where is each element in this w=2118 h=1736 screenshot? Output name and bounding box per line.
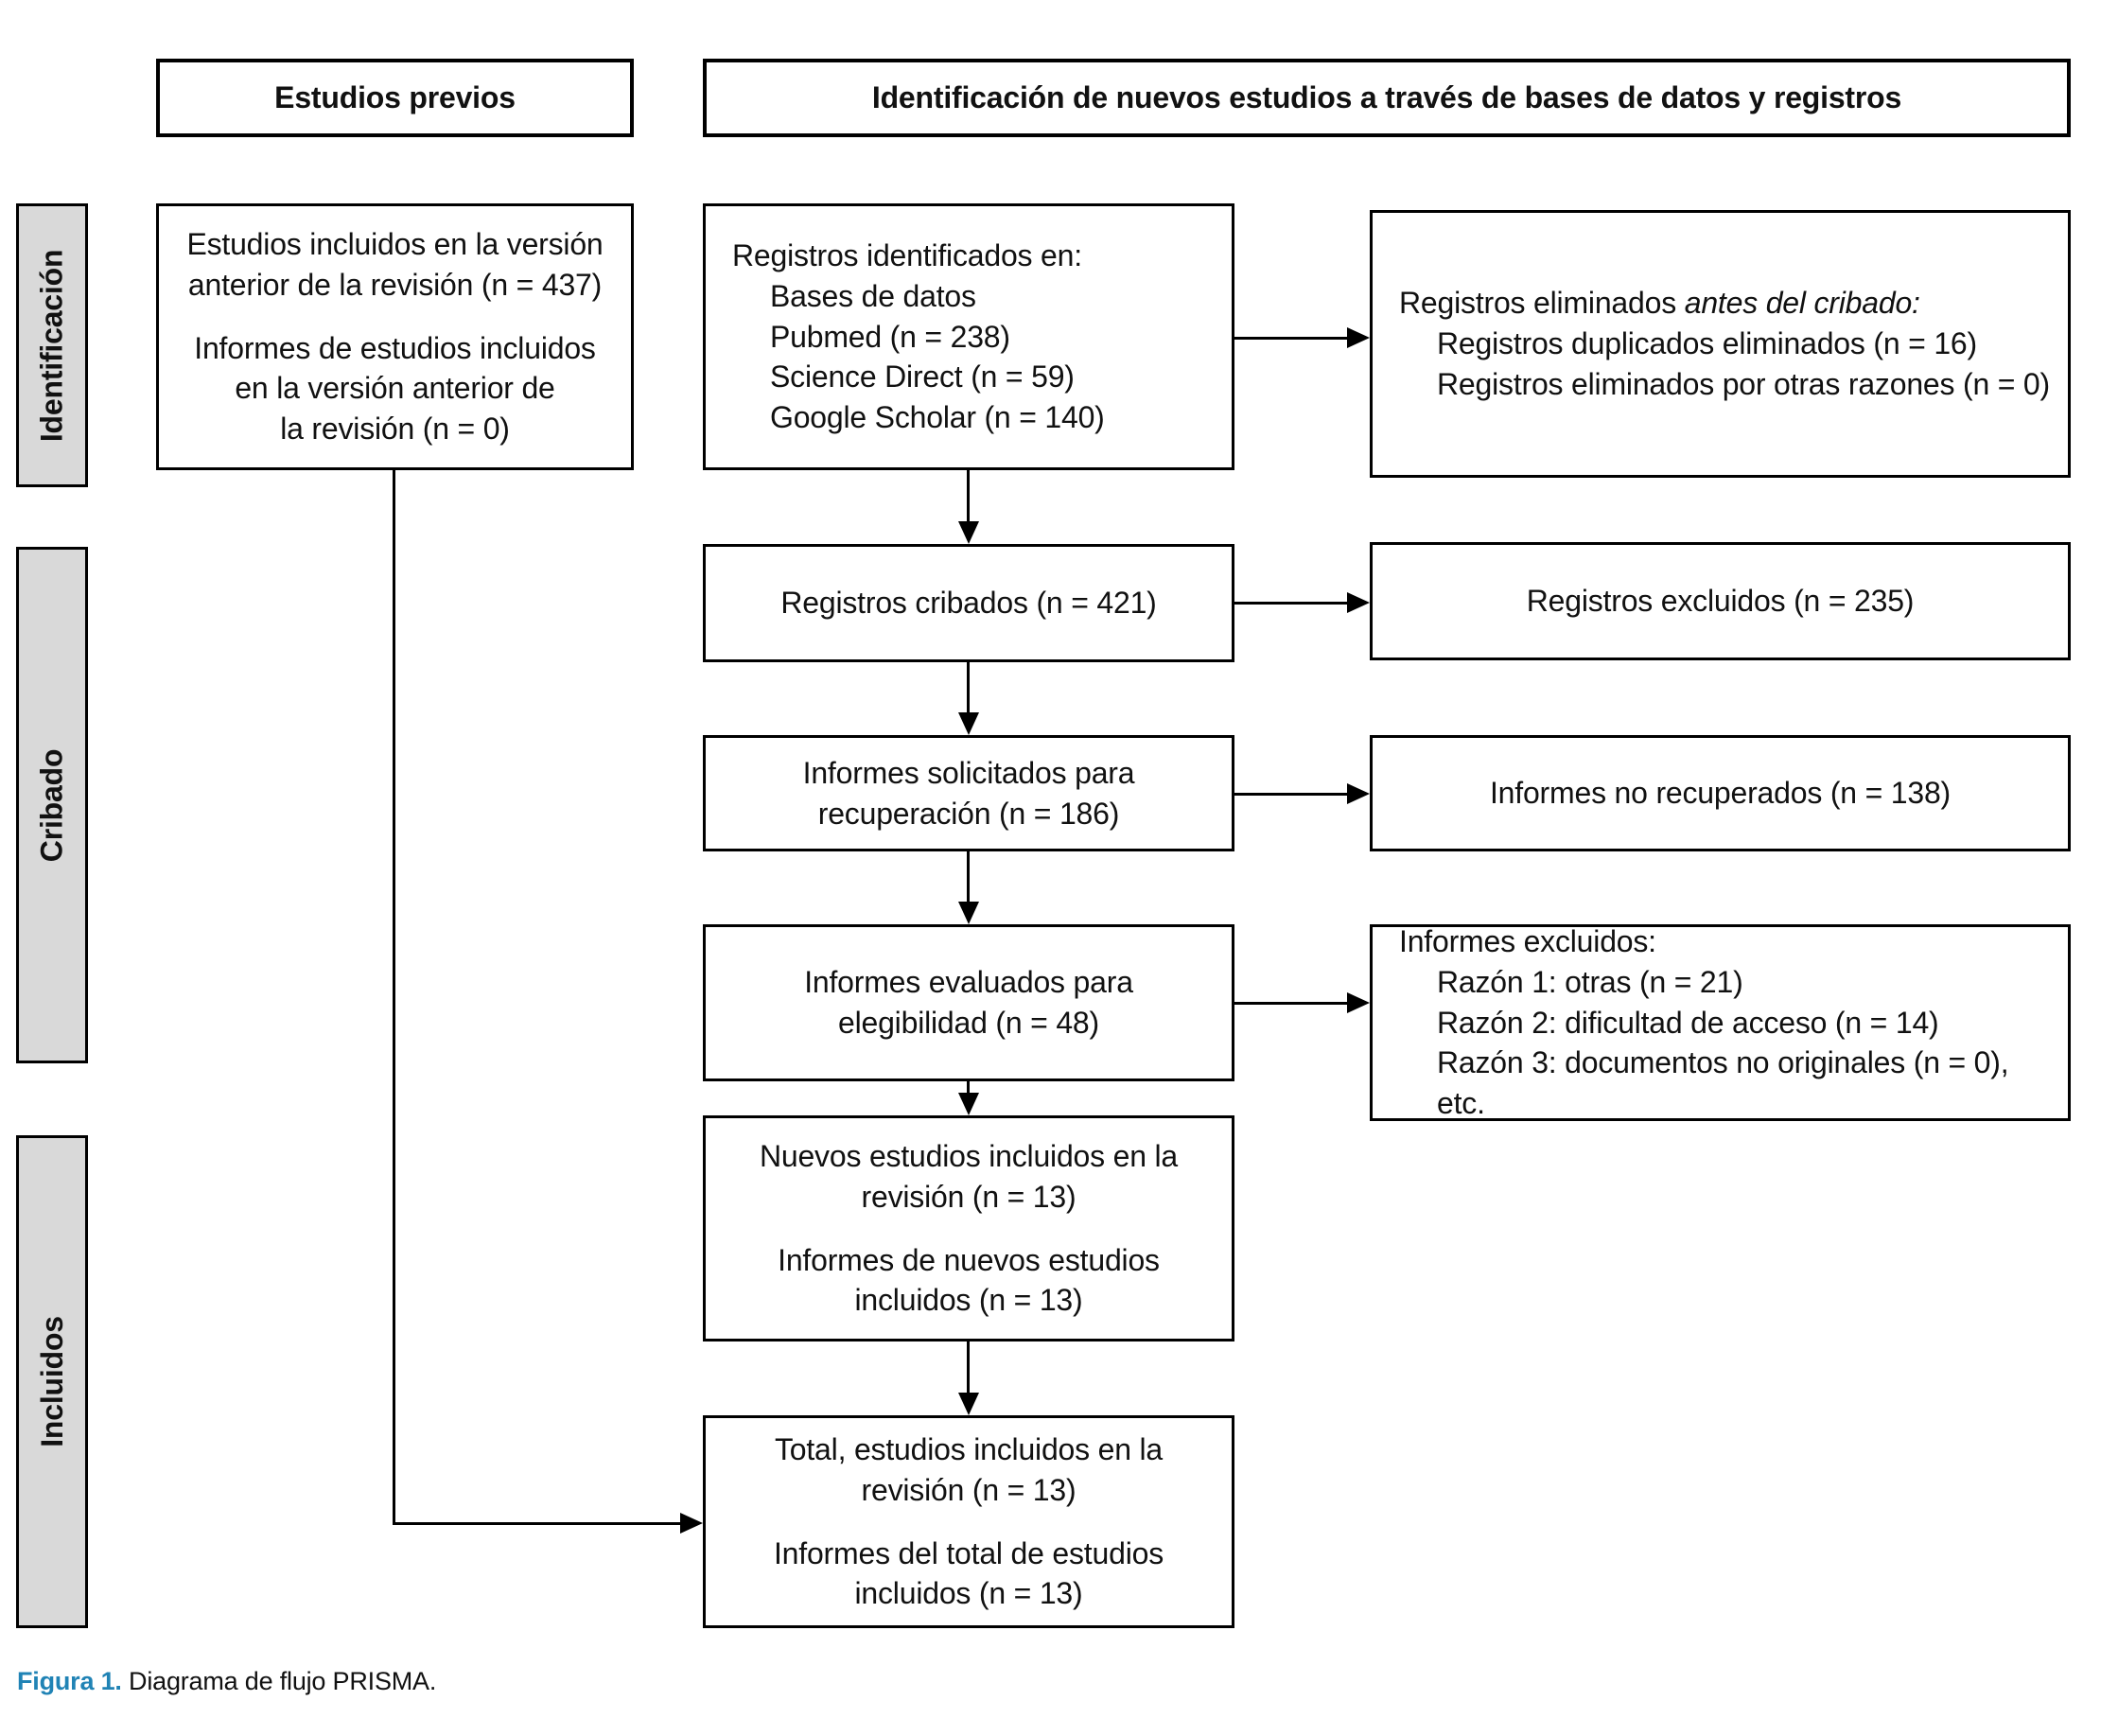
phase-included: Incluidos bbox=[16, 1135, 88, 1628]
arrowhead-down-icon bbox=[958, 521, 979, 544]
box-previous-version-studies: Estudios incluidos en la versión anterio… bbox=[156, 203, 634, 470]
arrowhead-down-icon bbox=[958, 902, 979, 924]
box-total-studies-included: Total, estudios incluidos en la revisión… bbox=[703, 1415, 1234, 1628]
arrow-identified-to-screened bbox=[967, 470, 970, 521]
box-new-studies-included: Nuevos estudios incluidos en la revisión… bbox=[703, 1115, 1234, 1341]
previous-version-p2: Informes de estudios incluidos en la ver… bbox=[194, 330, 596, 447]
figure-caption: Figura 1. Diagrama de flujo PRISMA. bbox=[17, 1667, 436, 1696]
header-new-studies-label: Identificación de nuevos estudios a trav… bbox=[871, 80, 1902, 115]
arrowhead-right-icon bbox=[1347, 783, 1370, 804]
records-removed-items: Registros duplicados eliminados (n = 16)… bbox=[1437, 326, 2050, 401]
records-removed-intro: Registros eliminados bbox=[1399, 286, 1685, 321]
total-included-p1: Total, estudios incluidos en la revisión… bbox=[774, 1431, 1164, 1507]
box-records-excluded: Registros excluidos (n = 235) bbox=[1370, 542, 2071, 660]
arrow-identified-to-removed bbox=[1234, 337, 1347, 340]
reports-excluded-reasons: Razón 1: otras (n = 21) Razón 2: dificul… bbox=[1437, 964, 2009, 1121]
phase-included-label: Incluidos bbox=[34, 1316, 69, 1447]
new-included-p1: Nuevos estudios incluidos en la revisión… bbox=[759, 1138, 1179, 1214]
header-previous-studies-label: Estudios previos bbox=[274, 80, 516, 115]
arrowhead-right-icon bbox=[1347, 992, 1370, 1013]
phase-identification-label: Identificación bbox=[34, 249, 69, 442]
arrowhead-right-icon bbox=[680, 1513, 703, 1534]
phase-screening: Cribado bbox=[16, 547, 88, 1063]
arrowhead-right-icon bbox=[1347, 327, 1370, 348]
records-identified-sources: Bases de datos Pubmed (n = 238) Science … bbox=[770, 278, 1105, 435]
box-reports-not-retrieved: Informes no recuperados (n = 138) bbox=[1370, 735, 2071, 851]
arrow-sought-to-assessed bbox=[967, 851, 970, 902]
reports-assessed-text: Informes evaluados para elegibilidad (n … bbox=[804, 965, 1133, 1040]
arrow-assessed-to-reports-excluded bbox=[1234, 1002, 1347, 1005]
arrowhead-down-icon bbox=[958, 712, 979, 735]
box-reports-assessed: Informes evaluados para elegibilidad (n … bbox=[703, 924, 1234, 1081]
records-removed-emphasis: antes del cribado: bbox=[1684, 286, 1920, 321]
arrow-assessed-to-new-included bbox=[967, 1081, 970, 1093]
reports-excluded-title: Informes excluidos: bbox=[1399, 923, 1656, 958]
arrowhead-down-icon bbox=[958, 1393, 979, 1415]
figure-caption-text: Diagrama de flujo PRISMA. bbox=[121, 1667, 437, 1695]
arrow-screened-to-sought bbox=[967, 662, 970, 712]
arrow-screened-to-excluded bbox=[1234, 602, 1347, 605]
box-reports-excluded: Informes excluidos: Razón 1: otras (n = … bbox=[1370, 924, 2071, 1121]
arrowhead-down-icon bbox=[958, 1093, 979, 1115]
records-screened-text: Registros cribados (n = 421) bbox=[780, 586, 1157, 621]
box-records-screened: Registros cribados (n = 421) bbox=[703, 544, 1234, 662]
arrow-sought-to-not-retrieved bbox=[1234, 793, 1347, 796]
records-removed-title: Registros eliminados antes del cribado: bbox=[1399, 283, 2060, 324]
box-reports-sought: Informes solicitados para recuperación (… bbox=[703, 735, 1234, 851]
header-previous-studies: Estudios previos bbox=[156, 59, 634, 137]
phase-identification: Identificación bbox=[16, 203, 88, 487]
previous-version-p1: Estudios incluidos en la versión anterio… bbox=[186, 226, 604, 302]
total-included-p2: Informes del total de estudios incluidos… bbox=[773, 1535, 1164, 1611]
connector-previous-to-total-vertical bbox=[393, 470, 395, 1524]
figure-caption-label: Figura 1. bbox=[17, 1667, 122, 1695]
arrow-new-included-to-total bbox=[967, 1341, 970, 1393]
records-excluded-text: Registros excluidos (n = 235) bbox=[1526, 584, 1915, 619]
records-identified-title: Registros identificados en: bbox=[732, 237, 1082, 272]
reports-sought-text: Informes solicitados para recuperación (… bbox=[802, 755, 1135, 831]
connector-previous-to-total-horizontal bbox=[393, 1522, 680, 1525]
reports-not-retrieved-text: Informes no recuperados (n = 138) bbox=[1489, 776, 1951, 811]
box-records-identified: Registros identificados en: Bases de dat… bbox=[703, 203, 1234, 470]
phase-screening-label: Cribado bbox=[34, 748, 69, 862]
arrowhead-right-icon bbox=[1347, 592, 1370, 613]
header-new-studies-identification: Identificación de nuevos estudios a trav… bbox=[703, 59, 2071, 137]
new-included-p2: Informes de nuevos estudios incluidos (n… bbox=[778, 1242, 1160, 1318]
box-records-removed: Registros eliminados antes del cribado: … bbox=[1370, 210, 2071, 478]
